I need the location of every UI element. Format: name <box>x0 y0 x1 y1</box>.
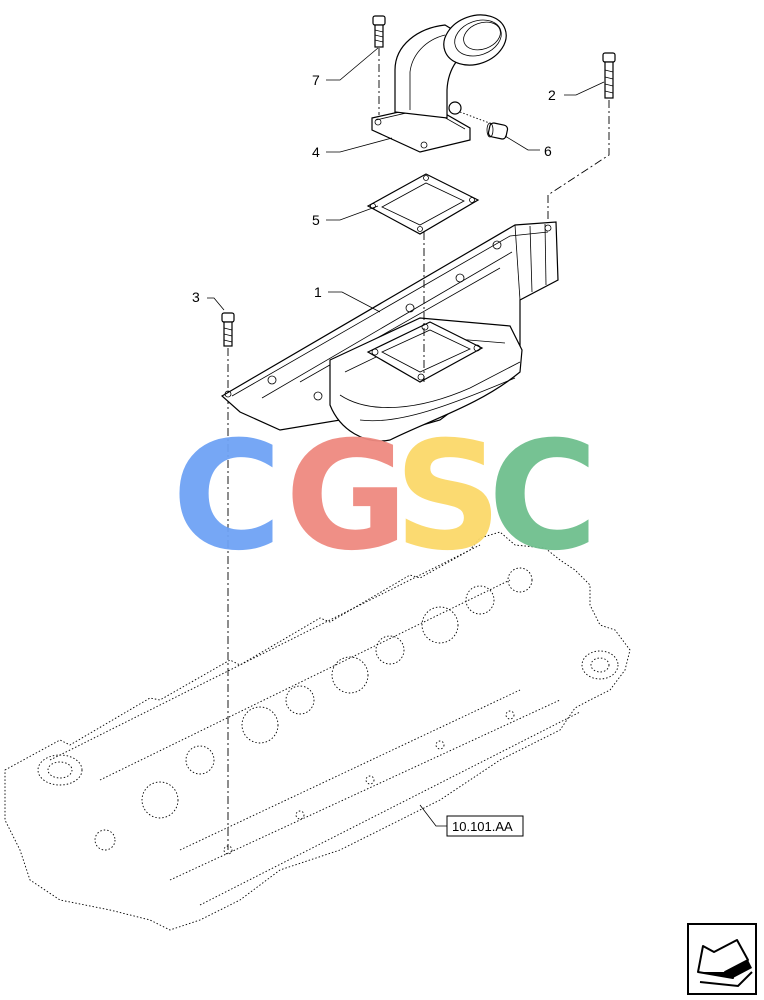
callout-6: 6 <box>544 143 552 159</box>
elbow-outlet-4 <box>371 14 507 153</box>
reference-box[interactable]: 10.101.AA <box>446 815 524 837</box>
watermark-letter-2: G <box>285 410 408 584</box>
watermark-letter-1: C <box>172 410 282 584</box>
callout-2: 2 <box>548 87 556 103</box>
callout-4: 4 <box>312 144 320 160</box>
plug-6 <box>486 122 509 140</box>
intake-manifold-1 <box>220 221 559 442</box>
watermark-letter-4: C <box>488 410 598 584</box>
callout-7: 7 <box>312 72 320 88</box>
bolt-3 <box>221 312 235 850</box>
cylinder-head-ports <box>37 567 619 855</box>
callout-3: 3 <box>192 289 200 305</box>
reference-label[interactable]: 10.101.AA <box>452 819 513 834</box>
bolt-2 <box>547 52 616 220</box>
callout-5: 5 <box>312 212 320 228</box>
bolt-7 <box>372 15 386 115</box>
gasket-5 <box>366 173 480 235</box>
callout-1: 1 <box>314 284 322 300</box>
cylinder-head <box>4 531 631 931</box>
watermark-letter-3: S <box>394 410 502 584</box>
watermark: C G S C <box>172 410 598 584</box>
next-page-arrow-icon[interactable] <box>687 923 757 995</box>
leader-lines <box>207 47 605 827</box>
